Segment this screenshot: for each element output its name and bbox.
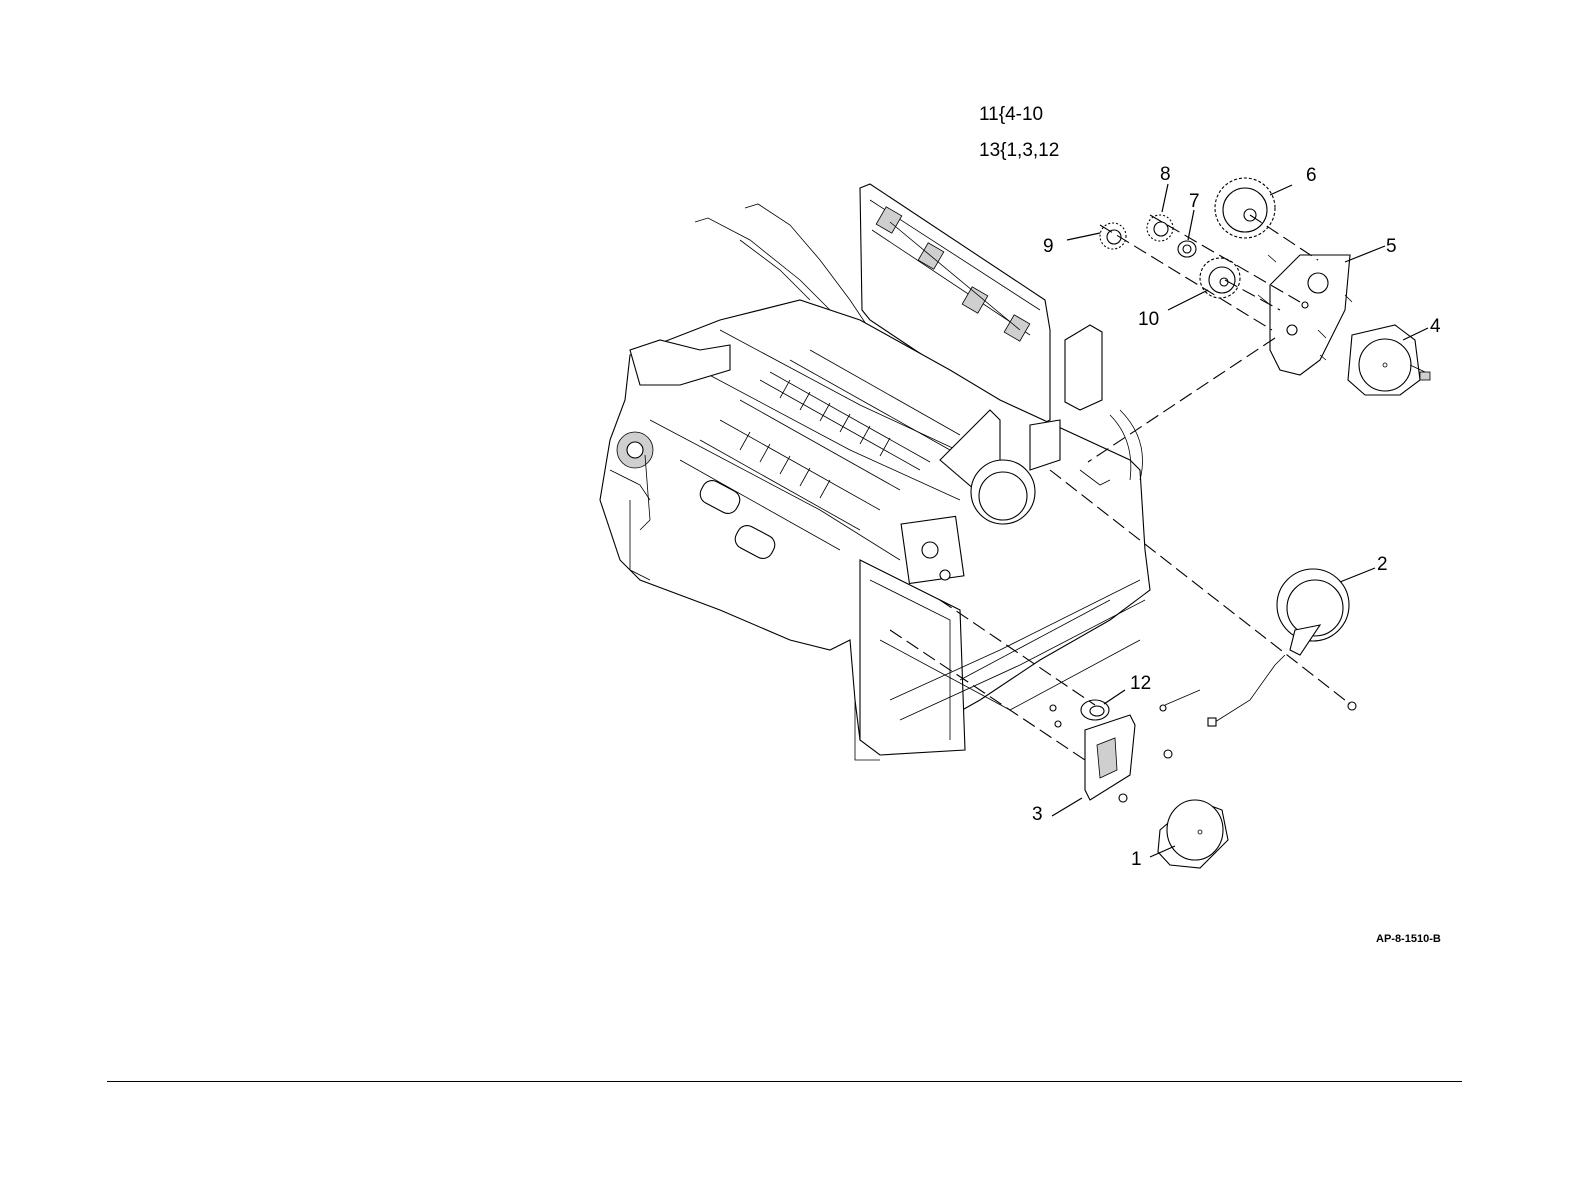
callout-8: 8 <box>1160 164 1171 185</box>
figure-id: AP-8-1510-B <box>1376 933 1441 945</box>
callout-12: 12 <box>1130 673 1151 694</box>
callout-6: 6 <box>1306 165 1317 186</box>
callout-2: 2 <box>1377 554 1388 575</box>
printer-frame-drawing <box>600 184 1150 760</box>
callout-4: 4 <box>1430 316 1441 337</box>
callout-5: 5 <box>1386 236 1397 257</box>
callout-3: 3 <box>1032 804 1043 825</box>
footer-rule <box>107 1081 1462 1082</box>
callout-10: 10 <box>1138 309 1159 330</box>
callout-7: 7 <box>1189 191 1200 212</box>
callout-1: 1 <box>1131 849 1142 870</box>
assembly-note-13: 13{1,3,12 <box>979 140 1059 161</box>
assembly-note-11: 11{4-10 <box>979 104 1043 125</box>
callout-9: 9 <box>1043 236 1054 257</box>
